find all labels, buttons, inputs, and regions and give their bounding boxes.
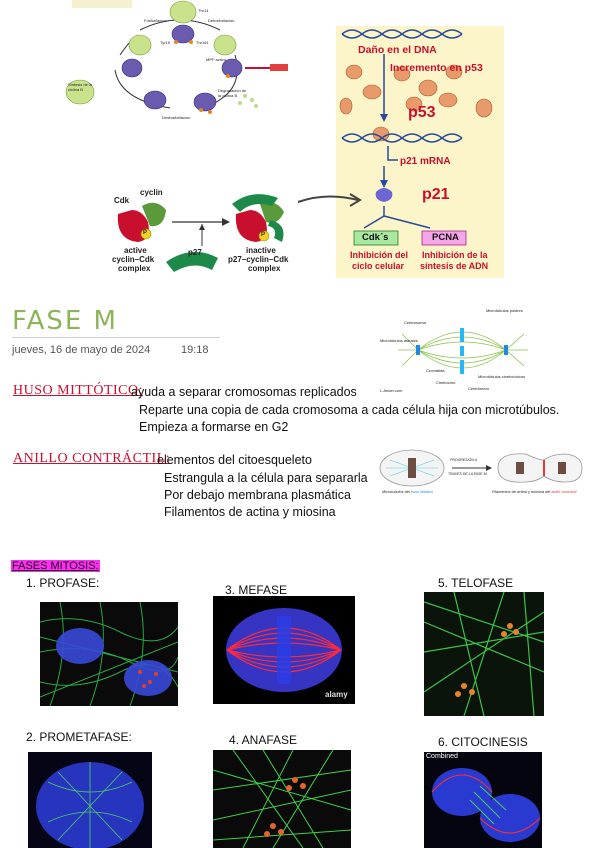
spindle-label: Microtúbulos cinetocóricos [478,374,526,379]
phosphate-label: P [261,232,266,238]
active-label-1: active [124,246,147,255]
p53-label: p53 [408,104,436,121]
page-title: FASE M [12,306,118,336]
prometafase-micrograph [28,752,152,848]
watermark: alamy [325,690,348,699]
spindle-label: Centrosoma [404,320,426,325]
spindle-label: Microtúbulos astrales [380,338,418,343]
p53-increase-label: Incremento en p53 [390,62,483,74]
cdk-cycle-label: Degradación de la ciclina B [218,88,247,98]
cyclin-label: cyclin [140,188,163,197]
cdk-cycle-label: Fosforilación [144,18,167,23]
spindle-label: Microtúbulos polares [486,308,523,313]
p21-mrna-label: p21 mRNA [400,156,451,167]
inhib-cycle-line1: Inhibición del [350,250,408,260]
p21-label: p21 [422,186,450,203]
spindle-label: Cromátida [426,368,445,373]
active-label-2: cyclin–Cdk [112,255,155,264]
phase-label-citocinesis: 6. CITOCINESIS [438,735,528,749]
page-date: jueves, 16 de mayo de 2024 [12,344,151,356]
phase-label-metafase: 3. MEFASE [225,583,288,597]
mitotic-spindle-diagram: Microtúbulos polares Centrosoma Microtúb… [378,304,548,396]
fases-heading: FASES MITOSIS: [11,560,100,572]
anafase-micrograph [213,750,351,848]
anillo-line-4: Filamentos de actina y miosina [164,505,336,519]
inactive-label-1: inactive [246,246,276,255]
ring-caption-left: Microtúbulos del huso mitótico [382,490,433,494]
combined-label: Combined [426,753,458,760]
cdks-box-label: Cdk´s [362,232,389,243]
huso-line-2: Reparte una copia de cada cromosoma a ca… [139,403,560,417]
cdk-cycle-label: MPF activo [206,57,227,62]
phase-label-anafase: 4. ANAFASE [229,733,298,747]
active-label-3: complex [118,264,151,273]
ring-caption-right-1: Filamentos de actina y miosina del [492,490,551,494]
citocinesis-micrograph: Combined [424,752,542,848]
huso-line-3: Empieza a formarse en G2 [139,420,289,434]
inactive-label-3: complex [248,264,281,273]
p27-label: p27 [188,248,202,257]
cdk-cycle-label: Tyr15 [160,40,171,45]
phase-label-telofase: 5. TELOFASE [438,576,514,590]
p53-pathway-panel: Daño en el DNA Incremento en p53 p53 p21… [336,26,504,278]
page-time: 19:18 [181,344,209,356]
contractile-ring-diagram: PROGRESIÓN A TRAVÉS DE LA FASE M Microtú… [376,446,586,502]
dna-damage-label: Daño en el DNA [358,44,437,56]
ring-caption-right: Filamentos de actina y miosina del anill… [492,490,576,494]
cdk-cycle-diagram: Fosforilación Defosforilación MPF activo… [60,0,300,140]
metafase-micrograph: alamy [213,596,355,704]
title-divider [12,337,220,338]
pcna-box-label: PCNA [432,232,459,243]
cdk-cycle-label: Síntesis de la ciclina B [68,82,93,92]
anillo-line-3: Por debajo membrana plasmática [164,488,351,502]
inhib-cycle-line2: ciclo celular [352,261,405,271]
p27-inhibition-diagram: Cdk cyclin P P active cyclin–Cdk complex… [102,184,300,286]
phosphate-label: P [143,230,148,236]
cdk-cycle-label: Defosforilación [208,18,235,23]
ring-arrow-label-2: TRAVÉS DE LA FASE M [448,472,487,476]
phase-label-prometafase: 2. PROMETAFASE: [26,730,132,744]
phase-label-profase: 1. PROFASE: [26,576,100,590]
inhib-dna-line2: síntesis de ADN [420,261,489,271]
spindle-credit: L.Ander.com [380,388,403,393]
anillo-heading: ANILLO CONTRÁCTIL: [13,451,171,466]
cdk-cycle-label: Thr14 [198,8,209,13]
inactive-label-2: p27–cyclin–Cdk [228,255,289,264]
profase-micrograph [40,602,178,706]
anillo-line-1: elementos del citoesqueleto [157,453,312,467]
spindle-label: Cinetocoro [436,380,456,385]
ring-arrow-label-1: PROGRESIÓN A [450,458,477,462]
huso-line-1: ayuda a separar cromosomas replicados [131,385,357,399]
ring-caption-right-2: anillo contráctil [551,490,577,494]
cdk-cycle-label: Desfosforilación [162,115,191,120]
spindle-label: Centrómero [468,386,490,391]
telofase-micrograph [424,592,544,716]
ring-caption-left-2: huso mitótico [410,490,434,494]
cdk-label: Cdk [114,196,130,205]
inhib-dna-line1: Inhibición de la [422,250,488,260]
cdk-cycle-label: Thr161 [196,40,209,45]
anillo-line-2: Estrangula a la célula para separarla [164,471,368,485]
connector-arrow [297,193,362,207]
ring-caption-left-1: Microtúbulos del [382,490,410,494]
huso-heading: HUSO MITTÓTICO: [13,383,143,398]
